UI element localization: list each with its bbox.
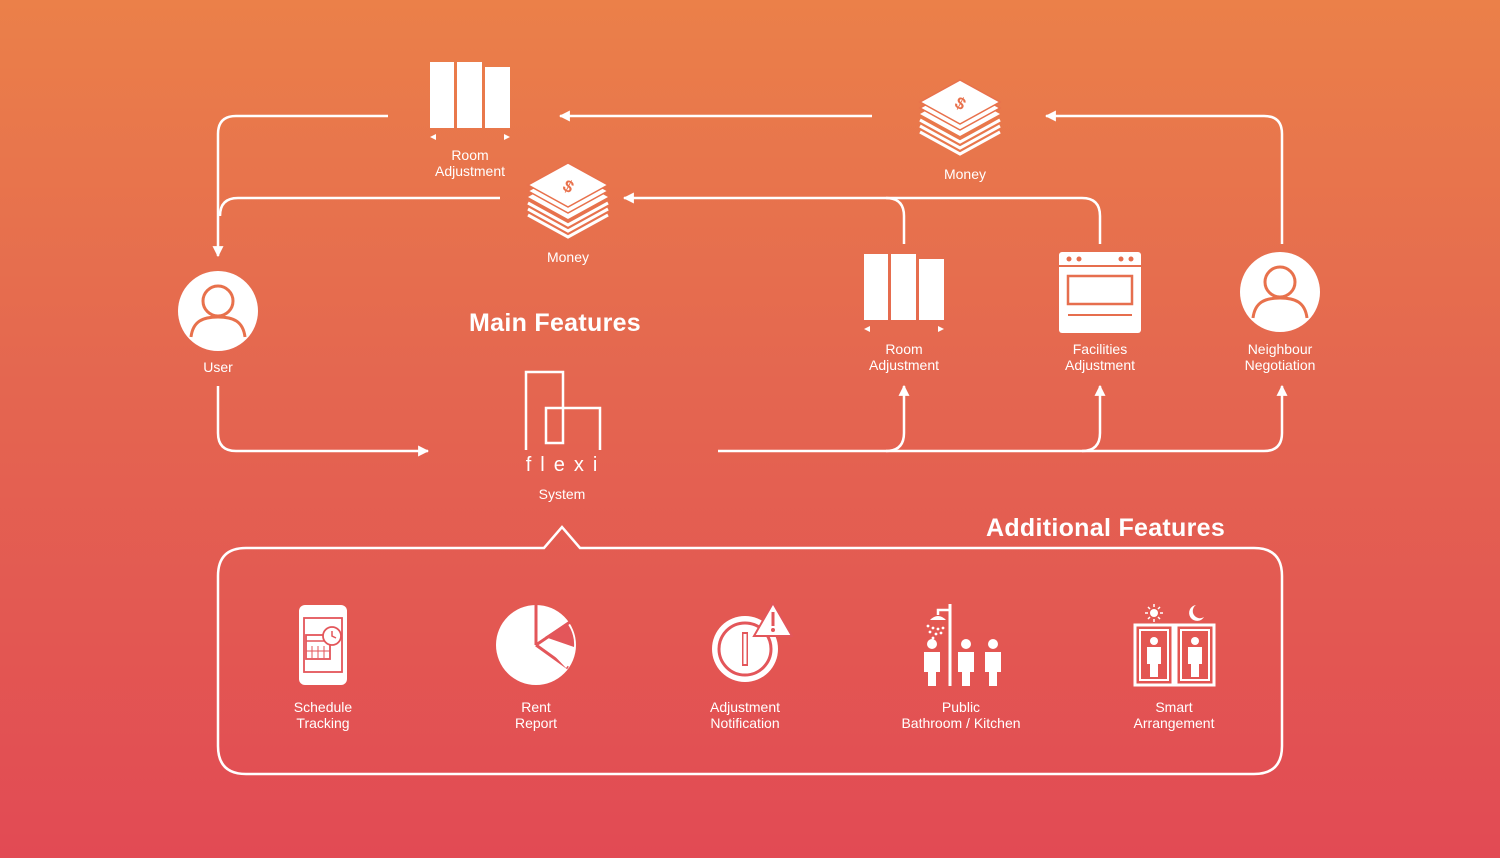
oven-icon: [1059, 252, 1141, 333]
system-label: System: [538, 486, 586, 502]
phone-calendar-icon: [299, 605, 347, 685]
room-panels-icon: [430, 62, 510, 140]
edge-money-to-user: [218, 196, 500, 217]
user-label: User: [203, 359, 233, 375]
room-panels-icon: [864, 254, 944, 332]
additional-features-heading: Additional Features: [986, 514, 1226, 542]
flexi-logo-text: flexi: [525, 454, 607, 476]
day-night-doors-icon: [1133, 604, 1216, 687]
pie-chart-icon: [496, 605, 576, 685]
edge-room-to-user: [212, 114, 388, 258]
user-icon: [176, 269, 260, 353]
edge-system-to-neighbour: [718, 384, 1288, 453]
edge-neighbour-to-money: [1044, 110, 1284, 244]
edge-room-to-money: [622, 192, 906, 244]
main-features-heading: Main Features: [469, 309, 642, 337]
edge-user-to-system: [216, 386, 430, 457]
additional-features-box: [216, 525, 1284, 776]
warning-dial-icon: [712, 600, 794, 682]
money-stack-icon: [526, 161, 610, 239]
money-label-left: Money: [546, 249, 590, 265]
money-label-right: Money: [943, 166, 987, 182]
edge-facilities-to-money: [886, 196, 1102, 244]
money-stack-icon: [918, 78, 1002, 156]
user-icon: [1238, 250, 1322, 334]
edge-system-to-facilities: [1081, 384, 1106, 453]
shared-shower-icon: [924, 604, 1001, 686]
flexi-logo-icon: [524, 370, 602, 450]
edge-system-to-room: [885, 384, 910, 453]
